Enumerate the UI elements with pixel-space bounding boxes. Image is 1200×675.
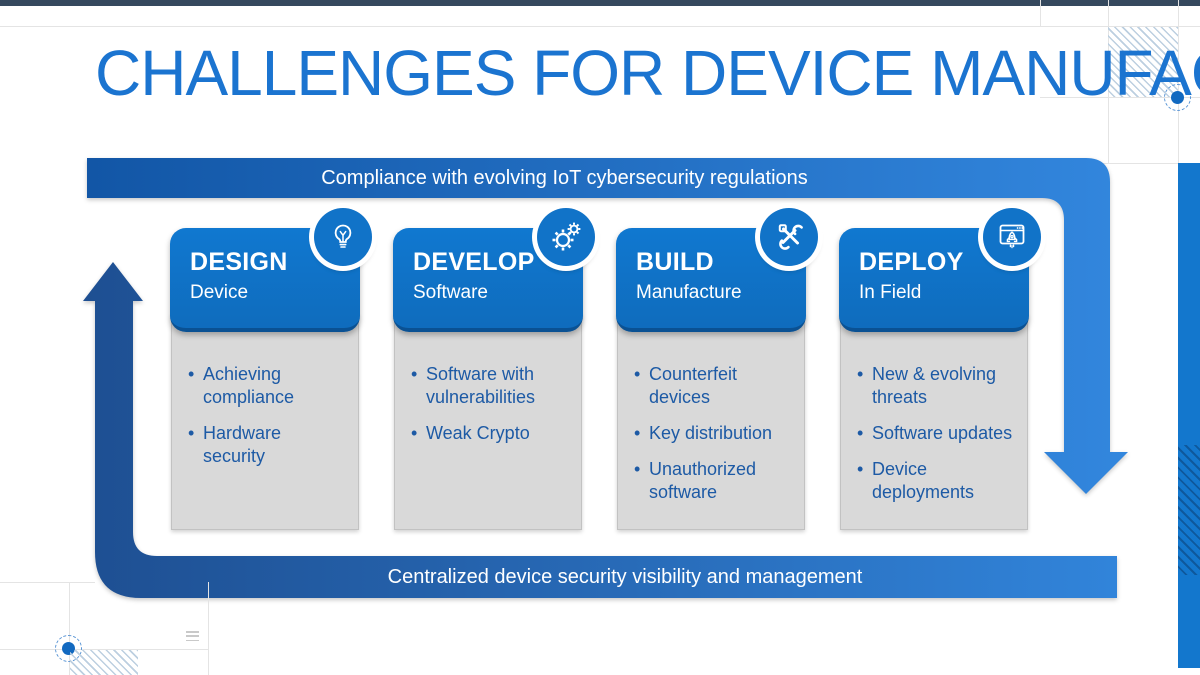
right-accent-bar: [1178, 163, 1200, 668]
bullet-item: Software updates: [857, 422, 1017, 445]
top-banner-label: Compliance with evolving IoT cybersecuri…: [321, 167, 808, 189]
bottom-banner-up-arrow: [83, 262, 1117, 598]
bullet-item: New & evolving threats: [857, 363, 1017, 409]
hatch-overlay: [1178, 445, 1200, 575]
card-build-body: Counterfeit devices Key distribution Una…: [617, 314, 805, 530]
card-deploy-body: New & evolving threats Software updates …: [840, 314, 1028, 530]
bullet-item: Counterfeit devices: [634, 363, 794, 409]
scope-label: Software: [413, 282, 488, 303]
grid-line: [1040, 97, 1200, 98]
bullet-item: Key distribution: [634, 422, 794, 445]
card-design-body: Achieving compliance Hardware security: [171, 314, 359, 530]
hatch-square: [70, 650, 138, 675]
card-develop-body: Software with vulnerabilities Weak Crypt…: [394, 314, 582, 530]
scope-label: Manufacture: [636, 282, 742, 303]
top-banner-down-arrow: [87, 158, 1128, 494]
grid-line: [1040, 163, 1200, 164]
card-build-bullets: Counterfeit devices Key distribution Una…: [634, 363, 794, 504]
grid-line: [0, 26, 1200, 27]
stage-label: DEVELOP: [413, 248, 535, 276]
bottom-banner-label: Centralized device security visibility a…: [387, 566, 863, 588]
grid-line: [0, 649, 208, 650]
bullet-item: Unauthorized software: [634, 458, 794, 504]
scope-label: In Field: [859, 282, 922, 303]
gears-icon: [537, 208, 595, 266]
card-design-bullets: Achieving compliance Hardware security: [188, 363, 348, 468]
grid-line: [1178, 0, 1179, 163]
card-deploy: New & evolving threats Software updates …: [839, 208, 1041, 530]
bullet-item: Hardware security: [188, 422, 348, 468]
dotted-circle-marker: [1164, 84, 1191, 111]
bullet-item: Achieving compliance: [188, 363, 348, 409]
grid-line: [69, 582, 70, 675]
card-build: Counterfeit devices Key distribution Una…: [616, 208, 818, 530]
grid-line: [0, 582, 95, 583]
card-design: Achieving compliance Hardware security D…: [170, 208, 372, 530]
card-deploy-bullets: New & evolving threats Software updates …: [857, 363, 1017, 504]
grid-line: [1040, 0, 1041, 26]
menu-lines-icon: [186, 631, 199, 642]
lightbulb-icon: [314, 208, 372, 266]
bullet-item: Device deployments: [857, 458, 1017, 504]
stage-label: DESIGN: [190, 248, 288, 276]
tools-icon: [760, 208, 818, 266]
top-navy-bar: [0, 0, 1200, 6]
stage-label: BUILD: [636, 248, 714, 276]
stage-label: DEPLOY: [859, 248, 964, 276]
bullet-item: Weak Crypto: [411, 422, 571, 445]
dot-icon: [1171, 91, 1184, 104]
hatch-square: [1108, 27, 1178, 97]
bullet-item: Software with vulnerabilities: [411, 363, 571, 409]
card-develop: Software with vulnerabilities Weak Crypt…: [393, 208, 595, 530]
scope-label: Device: [190, 282, 249, 303]
page-title: CHALLENGES FOR DEVICE MANUFACTURERS: [95, 37, 1200, 109]
browser-rocket-icon: [983, 208, 1041, 266]
card-develop-bullets: Software with vulnerabilities Weak Crypt…: [411, 363, 571, 445]
grid-line: [208, 582, 209, 675]
